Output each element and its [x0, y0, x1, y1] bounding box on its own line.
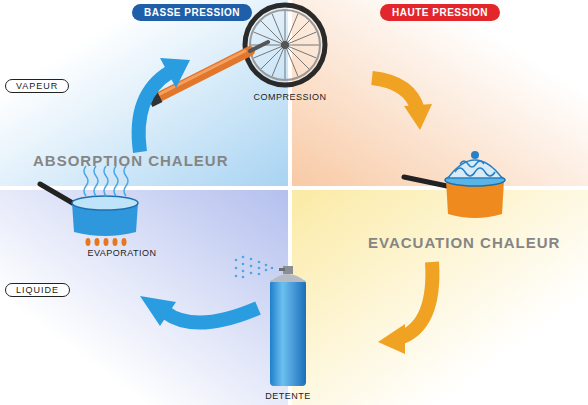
stage-label: DETENTE: [265, 391, 311, 401]
tag-text: VAPEUR: [16, 81, 58, 91]
spray-can: [235, 256, 306, 386]
bike-pump: [150, 42, 268, 102]
wheel-spoke: [285, 21, 309, 45]
flow-arrow: [139, 58, 190, 152]
wheel-spoke: [261, 21, 285, 45]
wheel-spoke: [272, 14, 285, 45]
cooking-pot: [40, 166, 138, 246]
quadrant-ground: [0, 188, 290, 405]
tag-text: BASSE PRESSION: [144, 7, 240, 18]
quadrant-ground: [290, 188, 588, 405]
wheel-spoke: [285, 32, 316, 45]
heat-label: ABSORPTION CHALEUR: [33, 152, 229, 169]
state-tag: VAPEUR: [5, 79, 69, 93]
wheel-spoke: [285, 45, 298, 76]
stage-label: COMPRESSION: [253, 92, 326, 102]
tag-text: LIQUIDE: [16, 285, 59, 295]
bike-wheel: [245, 5, 325, 85]
wheel-spoke: [285, 45, 319, 46]
wheel-spoke: [285, 45, 286, 79]
flow-arrow: [378, 262, 432, 354]
wheel-spoke: [285, 45, 309, 69]
tag-text: HAUTE PRESSION: [392, 7, 488, 18]
flow-arrow: [140, 296, 258, 326]
wheel-spoke: [261, 45, 285, 69]
quadrant-ground: [290, 0, 588, 188]
flow-arrow: [372, 78, 432, 130]
cooking-pot: [404, 151, 505, 218]
state-tag: LIQUIDE: [5, 283, 70, 297]
pressure-tag: BASSE PRESSION: [132, 4, 252, 21]
wheel-spoke: [251, 45, 285, 46]
wheel-spoke: [285, 11, 286, 45]
stage-label: EVAPORATION: [87, 248, 156, 258]
pressure-tag: HAUTE PRESSION: [380, 4, 500, 21]
heat-label: EVACUATION CHALEUR: [368, 234, 560, 251]
